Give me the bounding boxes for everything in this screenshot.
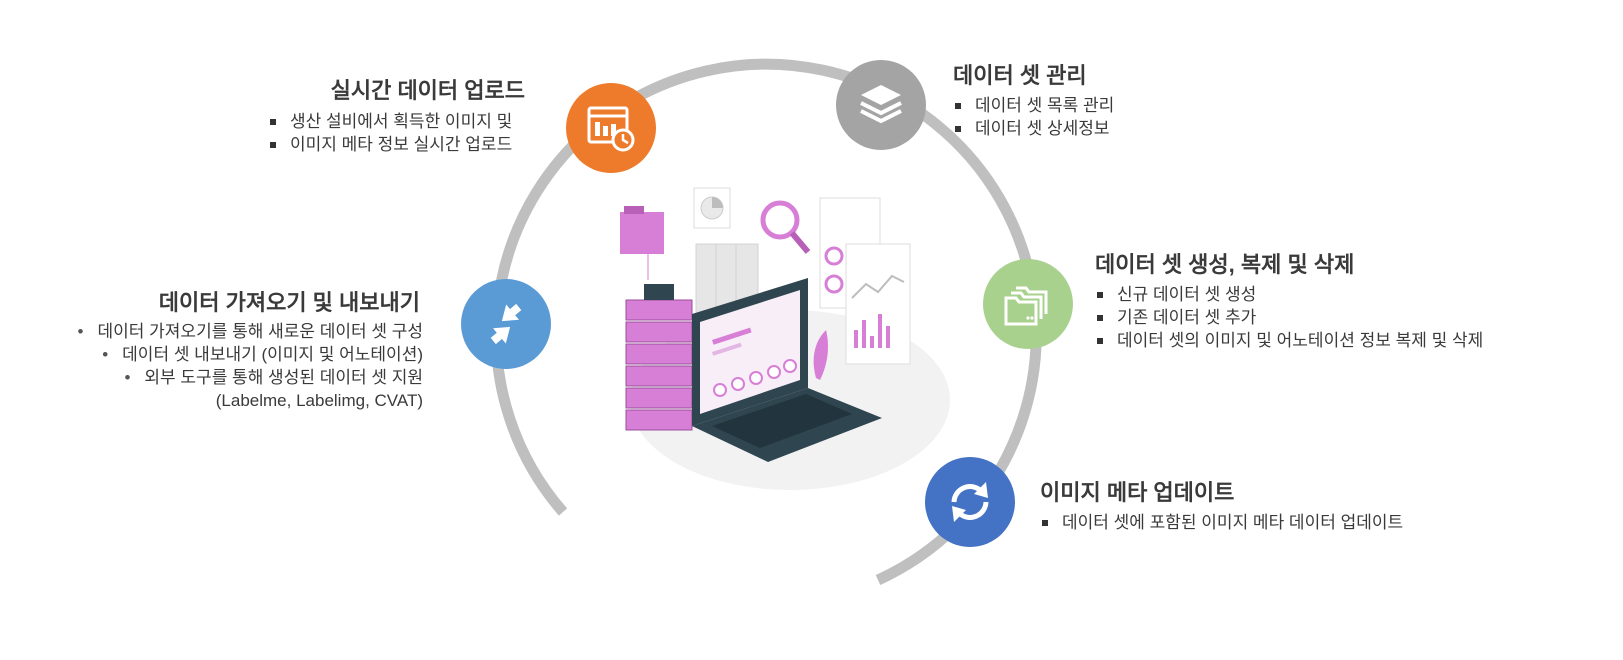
list-item: 생산 설비에서 획득한 이미지 및 — [268, 110, 512, 133]
meta-update-node — [925, 457, 1015, 547]
list-item: 데이터 셋 내보내기 (이미지 및 어노테이션) — [78, 343, 423, 366]
manage-list: 데이터 셋 목록 관리 데이터 셋 상세정보 — [953, 94, 1114, 140]
upload-title: 실시간 데이터 업로드 — [330, 78, 525, 103]
layers-icon — [860, 85, 902, 124]
refresh-icon — [951, 482, 989, 522]
magnifier-icon — [760, 200, 811, 254]
list-item: 데이터 셋 상세정보 — [953, 117, 1114, 140]
meta-list: 데이터 셋에 포함된 이미지 메타 데이터 업데이트 — [1040, 511, 1403, 534]
laptop-icon — [692, 278, 882, 462]
list-item: 데이터 셋에 포함된 이미지 메타 데이터 업데이트 — [1040, 511, 1403, 534]
dashboard-clock-icon — [587, 106, 635, 152]
manage-title: 데이터 셋 관리 — [953, 63, 1087, 88]
list-item: 데이터 셋 목록 관리 — [953, 94, 1114, 117]
laptop-server-illustration — [620, 187, 950, 490]
meta-title: 이미지 메타 업데이트 — [1040, 480, 1235, 505]
manage-node — [836, 60, 926, 150]
swap-arrows-icon — [490, 303, 522, 345]
list-item: 기존 데이터 셋 추가 — [1095, 306, 1483, 329]
import-export-node — [461, 279, 551, 369]
list-item: 외부 도구를 통해 생성된 데이터 셋 지원 — [78, 366, 423, 389]
server-stack — [625, 284, 693, 431]
import-export-list: 데이터 가져오기를 통해 새로운 데이터 셋 구성 데이터 셋 내보내기 (이미… — [78, 320, 424, 412]
upload-list: 생산 설비에서 획득한 이미지 및 이미지 메타 정보 실시간 업로드 — [268, 110, 512, 156]
create-list: 신규 데이터 셋 생성 기존 데이터 셋 추가 데이터 셋의 이미지 및 어노테… — [1095, 283, 1483, 352]
create-node — [983, 259, 1073, 349]
import-export-title: 데이터 가져오기 및 내보내기 — [158, 290, 420, 315]
list-item: 데이터 가져오기를 통해 새로운 데이터 셋 구성 — [78, 320, 424, 343]
folder-icon — [620, 206, 664, 280]
list-item: 신규 데이터 셋 생성 — [1095, 283, 1483, 306]
folders-icon — [1004, 286, 1048, 326]
upload-node — [566, 83, 656, 173]
list-item: 이미지 메타 정보 실시간 업로드 — [268, 133, 512, 156]
create-title: 데이터 셋 생성, 복제 및 삭제 — [1095, 252, 1355, 277]
list-item: 데이터 셋의 이미지 및 어노테이션 정보 복제 및 삭제 — [1095, 329, 1483, 352]
list-item-continuation: (Labelme, Labelimg, CVAT) — [215, 391, 423, 410]
